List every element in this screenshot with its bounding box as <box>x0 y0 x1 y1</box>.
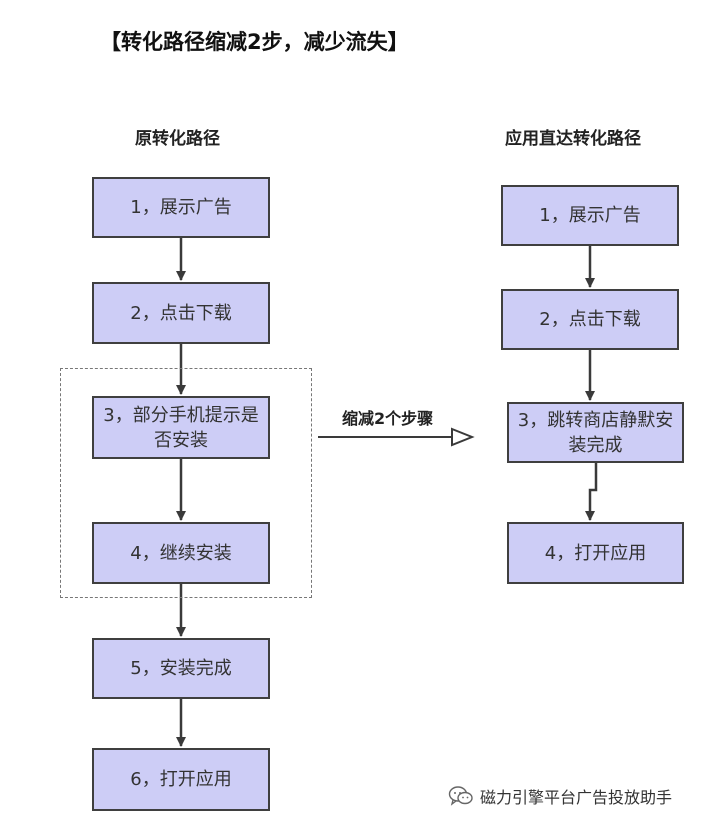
right-step-1: 1，展示广告 <box>501 185 679 246</box>
left-step-2: 2，点击下载 <box>92 282 270 344</box>
watermark-text: 磁力引擎平台广告投放助手 <box>480 788 673 807</box>
right-step-4: 4，打开应用 <box>507 522 684 584</box>
left-step-6: 6，打开应用 <box>92 748 270 811</box>
reduced-steps-group <box>60 368 312 598</box>
page-title: 【转化路径缩减2步，减少流失】 <box>100 30 409 54</box>
watermark: 磁力引擎平台广告投放助手 <box>448 784 672 808</box>
right-step-3: 3，跳转商店静默安装完成 <box>507 402 684 463</box>
left-step-1: 1，展示广告 <box>92 177 270 238</box>
right-step-2: 2，点击下载 <box>501 289 679 350</box>
left-step-5: 5，安装完成 <box>92 638 270 699</box>
wechat-icon <box>448 786 473 806</box>
reduce-label: 缩减2个步骤 <box>342 409 434 428</box>
left-step-3: 3，部分手机提示是否安装 <box>92 396 270 459</box>
left-step-4: 4，继续安装 <box>92 522 270 584</box>
reduce-arrow-head <box>451 427 475 447</box>
left-column-title: 原转化路径 <box>135 129 220 149</box>
right-column-title: 应用直达转化路径 <box>505 129 641 149</box>
arrow-right-3-4 <box>585 463 598 521</box>
